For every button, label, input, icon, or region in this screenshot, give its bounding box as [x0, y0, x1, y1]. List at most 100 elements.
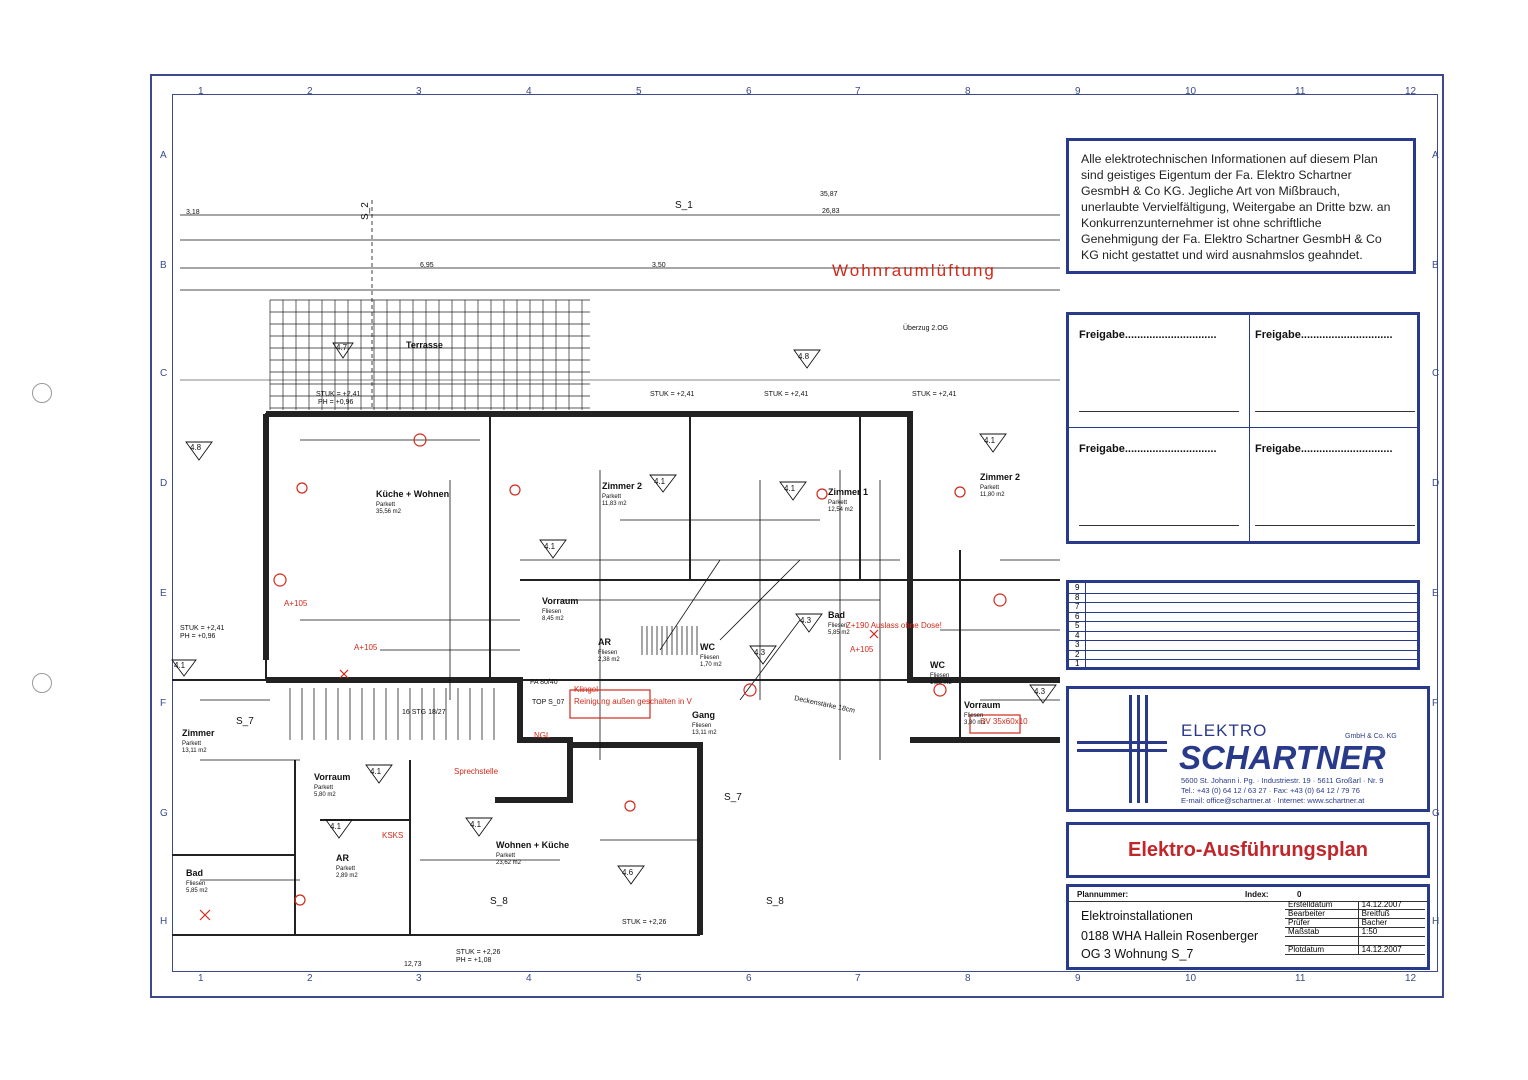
- plan-annotation: A+105: [850, 645, 874, 654]
- revision-number: 2: [1075, 649, 1080, 659]
- room-name: Küche + Wohnen: [376, 489, 449, 499]
- svg-text:FA 80/40: FA 80/40: [530, 679, 558, 686]
- room-floor: Fliesen: [186, 881, 205, 887]
- room-area: 35,56 m2: [376, 509, 402, 515]
- revision-number: 6: [1075, 611, 1080, 621]
- svg-text:3,18: 3,18: [186, 209, 200, 216]
- plan-annotation: NGL: [534, 731, 551, 740]
- room-area: 5,80 m2: [314, 792, 336, 798]
- plan-annotation: Klingel: [574, 685, 598, 694]
- room-name: Wohnen + Küche: [496, 840, 569, 850]
- svg-text:STUK = +2,41: STUK = +2,41: [180, 625, 224, 632]
- revision-row: 2: [1069, 649, 1417, 660]
- meta-value: Bacher: [1358, 918, 1425, 928]
- grid-column-number: 3: [416, 973, 422, 984]
- revision-number: 5: [1075, 621, 1080, 630]
- room-name: WC: [700, 642, 715, 652]
- plan-title: Elektro-Ausführungsplan: [1127, 838, 1368, 861]
- grid-column-number: 1: [198, 973, 204, 984]
- svg-text:4.1: 4.1: [784, 484, 796, 493]
- grid-column-number: 11: [1295, 86, 1306, 97]
- room-name: Bad: [828, 610, 845, 620]
- room-floor: Parkett: [182, 741, 201, 747]
- grid-row-letter: E: [1432, 588, 1439, 599]
- logo-gmbh: GmbH & Co. KG: [1345, 733, 1397, 740]
- room-area: 5,85 m2: [828, 630, 850, 636]
- revision-row: 4: [1069, 630, 1417, 641]
- plan-annotation: Z+190 Auslass ohne Dose!: [846, 621, 942, 630]
- meta-key: Plotdatum: [1285, 945, 1359, 955]
- room-name: Vorraum: [314, 772, 350, 782]
- grid-row-letter: G: [160, 808, 168, 819]
- svg-text:3,50: 3,50: [652, 262, 666, 269]
- grid-column-number: 10: [1185, 973, 1197, 984]
- room-floor: Fliesen: [700, 655, 719, 661]
- project-line-2: 0188 WHA Hallein Rosenberger: [1081, 929, 1259, 943]
- svg-text:4.7: 4.7: [336, 343, 348, 352]
- logo-mark: [1077, 695, 1167, 803]
- svg-text:STUK = +2,41: STUK = +2,41: [912, 391, 956, 398]
- grid-column-number: 6: [746, 973, 752, 984]
- meta-value: 14.12.2007: [1358, 901, 1425, 910]
- section-label-s1: S_1: [675, 200, 693, 211]
- svg-text:4.3: 4.3: [754, 648, 766, 657]
- grid-column-number: 9: [1075, 86, 1081, 97]
- revision-number: 3: [1075, 640, 1080, 649]
- meta-key: Bearbeiter: [1285, 909, 1359, 919]
- svg-text:4.3: 4.3: [800, 616, 812, 625]
- room-name: Gang: [692, 710, 715, 720]
- grid-row-letter: C: [1432, 368, 1440, 379]
- plan-annotation: KSKS: [382, 831, 403, 840]
- svg-text:Deckenstärke 18cm: Deckenstärke 18cm: [794, 695, 856, 715]
- approval-box: Freigabe.............................. F…: [1066, 312, 1420, 544]
- room-name: WC: [930, 660, 945, 670]
- plan-annotation: A+105: [354, 643, 378, 652]
- revision-row: 8: [1069, 592, 1417, 603]
- index-label: Index:: [1245, 890, 1269, 899]
- grid-column-number: 12: [1405, 973, 1417, 984]
- room-area: 11,80 m2: [980, 492, 1005, 498]
- meta-value: Breitfuß: [1358, 909, 1425, 919]
- section-label-s2: S_2: [360, 202, 371, 220]
- grid-column-number: 8: [965, 973, 971, 984]
- company-logo: ELEKTRO GmbH & Co. KG SCHARTNER 5600 St.…: [1066, 686, 1430, 812]
- svg-text:4.1: 4.1: [544, 542, 556, 551]
- grid-column-number: 12: [1405, 86, 1417, 97]
- project-line-3: OG 3 Wohnung S_7: [1081, 947, 1194, 961]
- grid-row-letter: H: [1432, 916, 1440, 927]
- room-area: 13,11 m2: [692, 730, 717, 736]
- svg-text:STUK = +2,41: STUK = +2,41: [650, 391, 694, 398]
- room-area: 23,62 m2: [496, 860, 522, 866]
- svg-text:4.1: 4.1: [654, 477, 666, 486]
- meta-key: Prüfer: [1285, 918, 1359, 928]
- svg-text:12,73: 12,73: [404, 961, 422, 968]
- plan-title-box: Elektro-Ausführungsplan: [1066, 822, 1430, 878]
- room-floor: Parkett: [828, 500, 847, 506]
- room-area: 11,83 m2: [602, 501, 627, 507]
- room-name: AR: [336, 853, 349, 863]
- svg-text:Überzug 2.OG: Überzug 2.OG: [903, 324, 948, 332]
- grid-column-number: 7: [855, 973, 861, 984]
- room-floor: Parkett: [602, 494, 621, 500]
- svg-text:35,87: 35,87: [820, 191, 838, 198]
- svg-text:4.8: 4.8: [798, 352, 810, 361]
- room-floor: Parkett: [336, 866, 355, 872]
- grid-column-number: 7: [855, 86, 861, 97]
- room-floor: Parkett: [376, 502, 395, 508]
- approval-label: Freigabe..............................: [1255, 329, 1393, 341]
- room-name: Zimmer 2: [602, 481, 642, 491]
- grid-column-number: 3: [416, 86, 422, 97]
- grid-row-letter: D: [160, 478, 168, 489]
- room-floor: Fliesen: [598, 650, 617, 656]
- room-name: Zimmer: [182, 728, 215, 738]
- meta-value: 1:50: [1358, 927, 1425, 937]
- revision-row: 5: [1069, 621, 1417, 632]
- grid-row-letter: E: [160, 588, 167, 599]
- grid-column-number: 2: [307, 973, 313, 984]
- revision-row: 9: [1069, 583, 1417, 594]
- plan-annotation: SV 35x60x10: [980, 717, 1028, 726]
- section-label-s8: S_8: [490, 896, 508, 907]
